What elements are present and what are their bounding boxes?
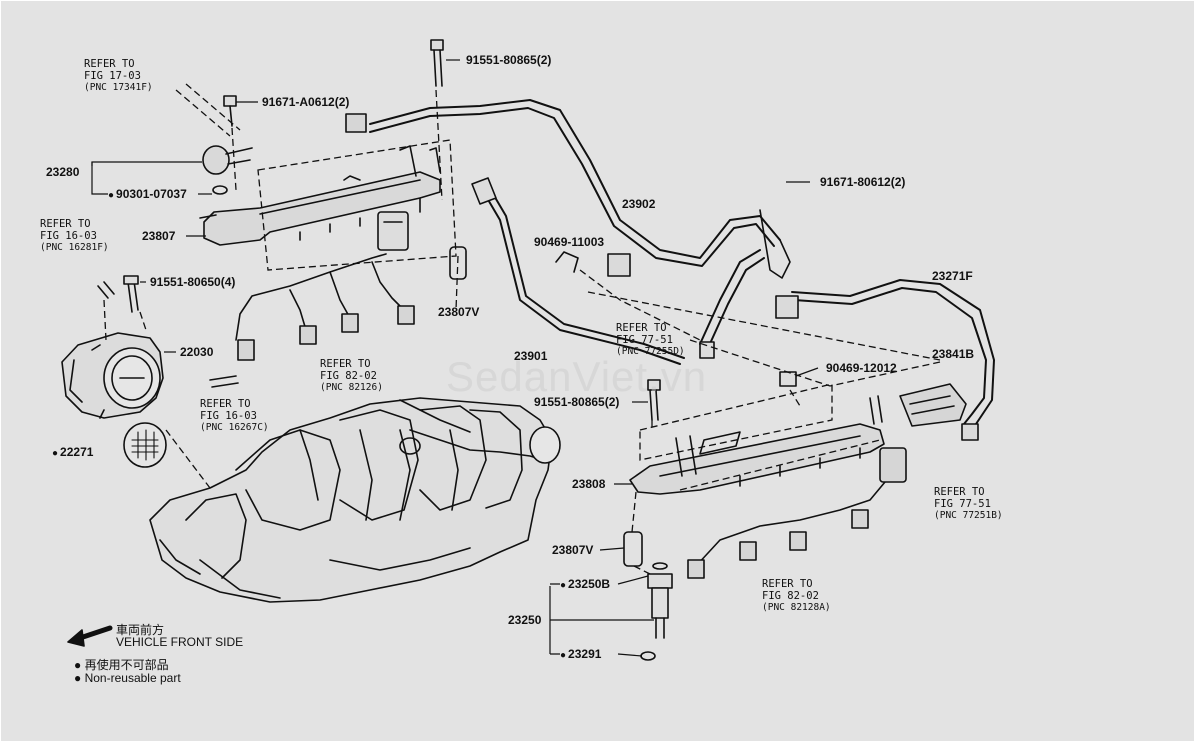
ref-line: (PNC 16281F) <box>40 242 109 253</box>
ref-line: (PNC 82128A) <box>762 602 831 613</box>
ref-line: REFER TO <box>40 218 91 230</box>
legend-text: Non-reusable part <box>84 671 181 685</box>
part-23250: 23250 <box>508 613 542 627</box>
part-23807v-right: 23807V <box>552 543 594 557</box>
legend-nonreuse-jp: ● 再使用不可部品 <box>74 656 169 673</box>
ref-line: REFER TO <box>934 486 985 498</box>
ref-line: REFER TO <box>616 322 667 334</box>
pulsation-damper <box>202 145 230 175</box>
refer-fig-77-51-b: REFER TO FIG 77-51 (PNC 77251B) <box>934 486 1003 522</box>
part-23808: 23808 <box>572 477 606 491</box>
part-23841b: 23841B <box>932 347 975 361</box>
refer-fig-82-02-b: REFER TO FIG 82-02 (PNC 82128A) <box>762 578 831 614</box>
ref-line: (PNC 82126) <box>320 382 383 393</box>
ref-line: REFER TO <box>762 578 813 590</box>
part-91551-80865-top: 91551-80865(2) <box>466 53 552 67</box>
bullet-icon: ● <box>74 658 85 672</box>
gasket <box>123 422 167 468</box>
part-23807v-left: 23807V <box>438 305 480 319</box>
refer-fig-16-03-b: REFER TO FIG 16-03 (PNC 16267C) <box>200 398 269 434</box>
fuel-rail-left <box>199 145 441 251</box>
part-23807: 23807 <box>142 229 176 243</box>
ref-line: FIG 16-03 <box>40 230 97 242</box>
refer-fig-77-51-a: REFER TO FIG 77-51 (PNC 77255D) <box>616 322 685 358</box>
refer-fig-16-03-a: REFER TO FIG 16-03 (PNC 16281F) <box>40 218 109 254</box>
ref-line: (PNC 17341F) <box>84 82 153 93</box>
ref-line: FIG 17-03 <box>84 70 141 82</box>
ref-line: REFER TO <box>84 58 135 70</box>
ref-line: (PNC 77255D) <box>616 346 685 357</box>
ref-line: (PNC 77251B) <box>934 510 1003 521</box>
ref-line: FIG 82-02 <box>320 370 377 382</box>
part-22030: 22030 <box>180 345 214 359</box>
part-23250b: 23250B <box>560 578 610 591</box>
part-90469-12012: 90469-12012 <box>826 361 897 375</box>
ref-line: (PNC 16267C) <box>200 422 269 433</box>
part-23291: 23291 <box>560 648 601 661</box>
legend-text: 再使用不可部品 <box>84 658 169 672</box>
part-90301: 90301-07037 <box>108 188 187 201</box>
ref-line: FIG 82-02 <box>762 590 819 602</box>
intake-manifold <box>149 397 561 603</box>
bullet-icon: ● <box>74 671 85 685</box>
ref-line: REFER TO <box>320 358 371 370</box>
part-91671-80612: 91671-80612(2) <box>820 175 906 189</box>
fuel-rail-right <box>629 395 885 495</box>
part-23901: 23901 <box>514 349 548 363</box>
part-91551-80865-lower: 91551-80865(2) <box>534 395 620 409</box>
part-23902: 23902 <box>622 197 656 211</box>
fuel-injector <box>640 562 673 661</box>
legend-front-en: VEHICLE FRONT SIDE <box>116 635 244 649</box>
part-90469-11003: 90469-11003 <box>534 235 605 249</box>
ref-line: FIG 77-51 <box>934 498 991 510</box>
ref-line: FIG 16-03 <box>200 410 257 422</box>
part-23280: 23280 <box>46 165 80 179</box>
refer-fig-82-02-a: REFER TO FIG 82-02 (PNC 82126) <box>320 358 383 394</box>
ref-line: REFER TO <box>200 398 251 410</box>
legend-front-jp: 車両前方 <box>116 623 165 637</box>
legend-nonreuse-en: ● Non-reusable part <box>74 671 181 685</box>
part-91671-a0612: 91671-A0612(2) <box>262 95 350 109</box>
part-23271f: 23271F <box>932 269 973 283</box>
part-91551-80650: 91551-80650(4) <box>150 275 236 289</box>
ref-line: FIG 77-51 <box>616 334 673 346</box>
throttle-body <box>61 332 164 419</box>
part-22271: 22271 <box>52 446 93 459</box>
refer-fig-17-03: REFER TO FIG 17-03 (PNC 17341F) <box>84 58 153 94</box>
